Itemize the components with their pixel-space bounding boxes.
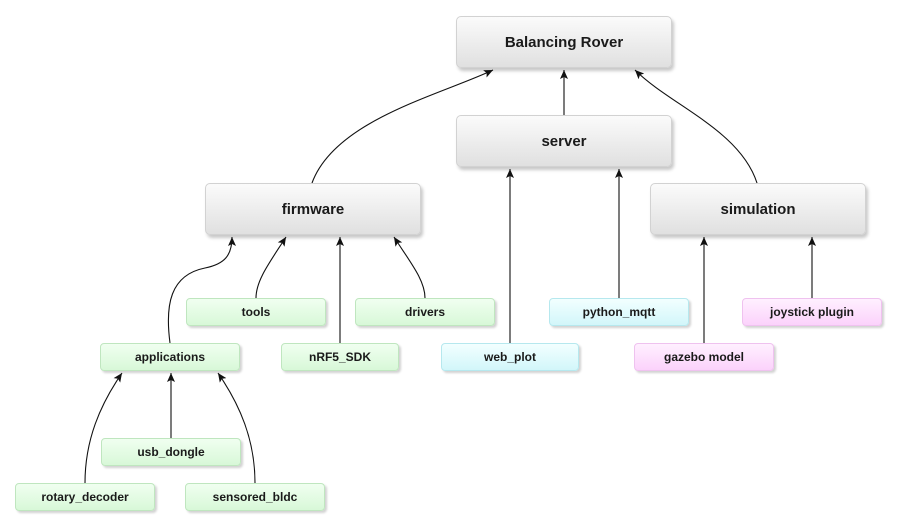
node-balancing-rover[interactable]: Balancing Rover	[456, 16, 672, 68]
node-sensored-bldc[interactable]: sensored_bldc	[185, 483, 325, 511]
node-gazebo-model[interactable]: gazebo model	[634, 343, 774, 371]
node-tools[interactable]: tools	[186, 298, 326, 326]
node-simulation[interactable]: simulation	[650, 183, 866, 235]
edge-tools-firmware	[255, 236, 287, 299]
edge-applications-firmware	[167, 236, 236, 344]
node-rotary-decoder[interactable]: rotary_decoder	[15, 483, 155, 511]
edge-drivers-firmware	[393, 236, 426, 299]
node-usb-dongle[interactable]: usb_dongle	[101, 438, 241, 466]
edge-firmware-rover	[311, 69, 494, 184]
edge-rotary-applications	[84, 372, 123, 484]
node-joystick-plugin[interactable]: joystick plugin	[742, 298, 882, 326]
edge-sensored-applications	[217, 372, 256, 484]
node-server[interactable]: server	[456, 115, 672, 167]
node-applications[interactable]: applications	[100, 343, 240, 371]
edge-simulation-rover	[634, 69, 758, 184]
node-web-plot[interactable]: web_plot	[441, 343, 579, 371]
node-drivers[interactable]: drivers	[355, 298, 495, 326]
node-nrf5-sdk[interactable]: nRF5_SDK	[281, 343, 399, 371]
node-firmware[interactable]: firmware	[205, 183, 421, 235]
node-python-mqtt[interactable]: python_mqtt	[549, 298, 689, 326]
